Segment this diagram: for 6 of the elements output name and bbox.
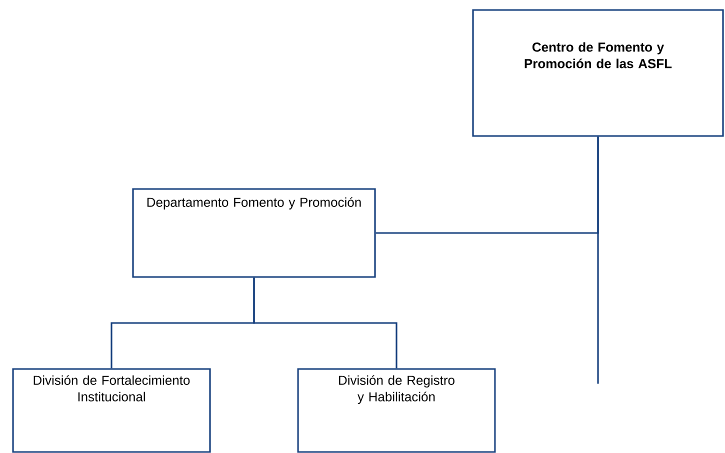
org-box: Departamento Fomento y Promoción [132, 188, 376, 278]
org-box: División de Registro y Habilitación [297, 368, 496, 453]
org-box: Centro de Fomento y Promoción de las ASFL [472, 9, 724, 137]
connector-line [253, 278, 398, 368]
connector-line [597, 136, 599, 384]
org-box: División de Fortalecimiento Institucional [12, 368, 211, 453]
